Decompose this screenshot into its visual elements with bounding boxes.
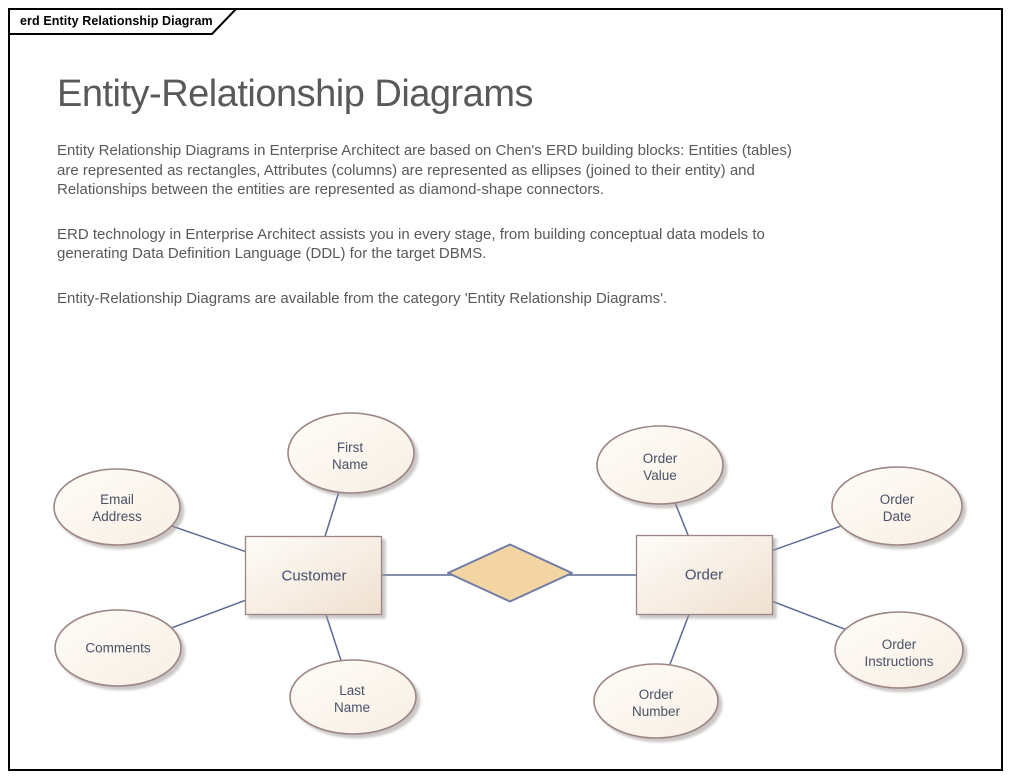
attribute-ellipse-order-instructions[interactable] [834, 611, 964, 689]
attribute-ellipse-email-address[interactable] [53, 468, 181, 546]
entity-rect-order[interactable] [635, 534, 774, 616]
documentation-note: Entity-Relationship Diagrams Entity Rela… [57, 71, 794, 333]
entity-rect-customer[interactable] [244, 535, 383, 616]
paragraph-building-blocks: Entity Relationship Diagrams in Enterpri… [57, 142, 792, 198]
diagram-frame-tab-shape[interactable] [8, 8, 239, 35]
diagram-frame-tab-label: erd Entity Relationship Diagram [20, 14, 213, 28]
page-title: Entity-Relationship Diagrams [57, 73, 533, 115]
attribute-ellipse-comments[interactable] [54, 609, 182, 687]
relationship-diamond[interactable] [447, 543, 573, 603]
attribute-ellipse-order-number[interactable] [593, 663, 719, 739]
diagram-frame-tab[interactable] [8, 8, 242, 37]
paragraph-erd-technology: ERD technology in Enterprise Architect a… [57, 225, 765, 263]
paragraph-category: Entity-Relationship Diagrams are availab… [57, 289, 668, 307]
attribute-ellipse-last-name[interactable] [289, 659, 417, 735]
attribute-ellipse-order-date[interactable] [831, 466, 963, 546]
attribute-ellipse-order-value[interactable] [596, 425, 724, 505]
attribute-ellipse-first-name[interactable] [287, 412, 415, 494]
